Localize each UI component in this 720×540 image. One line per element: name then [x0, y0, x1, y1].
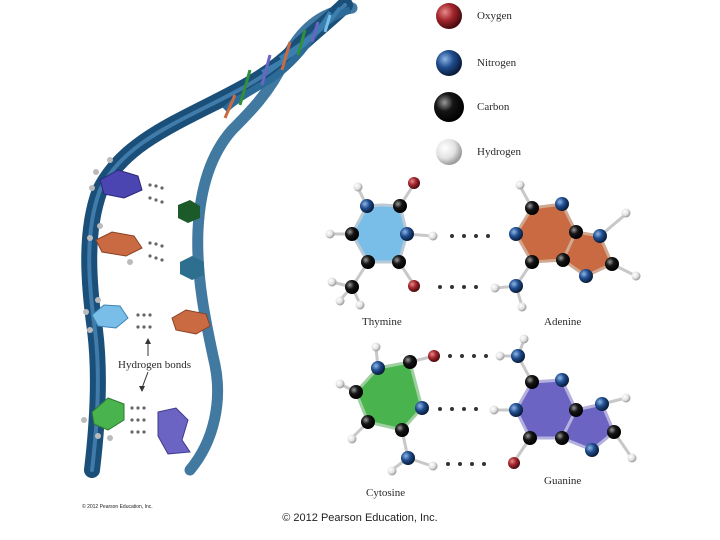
helix-hydrogen-bond-dots — [130, 183, 164, 434]
helix-base-pair-1 — [89, 157, 200, 223]
svg-text:Nitrogen: Nitrogen — [477, 57, 517, 69]
helix-upper-rungs — [223, 14, 332, 119]
cytosine-label: Cytosine — [366, 487, 405, 499]
helix-base-pair-3 — [83, 297, 211, 335]
helix-small-credit: © 2012 Pearson Education, Inc. — [82, 503, 153, 510]
cytosine-molecule: Cytosine — [335, 342, 440, 499]
cytosine-guanine-hydrogen-bonds — [438, 354, 488, 466]
element-legend: Oxygen Nitrogen Carbon Hydrogen — [434, 3, 521, 165]
carbon-atom-icon — [434, 92, 464, 122]
copyright-footer: © 2012 Pearson Education, Inc. — [282, 512, 438, 524]
helix-base-pair-4 — [81, 397, 191, 455]
svg-text:Carbon: Carbon — [477, 101, 510, 113]
callout-arrow — [141, 342, 149, 389]
adenine-label: Adenine — [544, 316, 581, 328]
hydrogen-atom-icon — [436, 139, 462, 165]
helix-base-pair-2 — [87, 223, 204, 280]
nitrogen-atom-icon — [436, 50, 462, 76]
adenine-molecule: Adenine — [490, 180, 641, 328]
guanine-molecule: Guanine — [489, 334, 637, 487]
legend-hydrogen: Hydrogen — [436, 139, 521, 165]
thymine-molecule: Thymine — [325, 177, 438, 328]
svg-text:Oxygen: Oxygen — [477, 10, 512, 22]
dna-helix: Hydrogen bonds © 2012 Pearson Education,… — [81, 0, 358, 510]
hydrogen-bonds-callout: Hydrogen bonds — [118, 359, 191, 371]
thymine-adenine-hydrogen-bonds — [438, 234, 490, 289]
legend-nitrogen: Nitrogen — [436, 50, 517, 76]
thymine-label: Thymine — [362, 316, 402, 328]
legend-carbon: Carbon — [434, 92, 510, 122]
svg-text:Hydrogen: Hydrogen — [477, 146, 521, 158]
guanine-label: Guanine — [544, 475, 581, 487]
oxygen-atom-icon — [436, 3, 462, 29]
legend-oxygen: Oxygen — [436, 3, 512, 29]
